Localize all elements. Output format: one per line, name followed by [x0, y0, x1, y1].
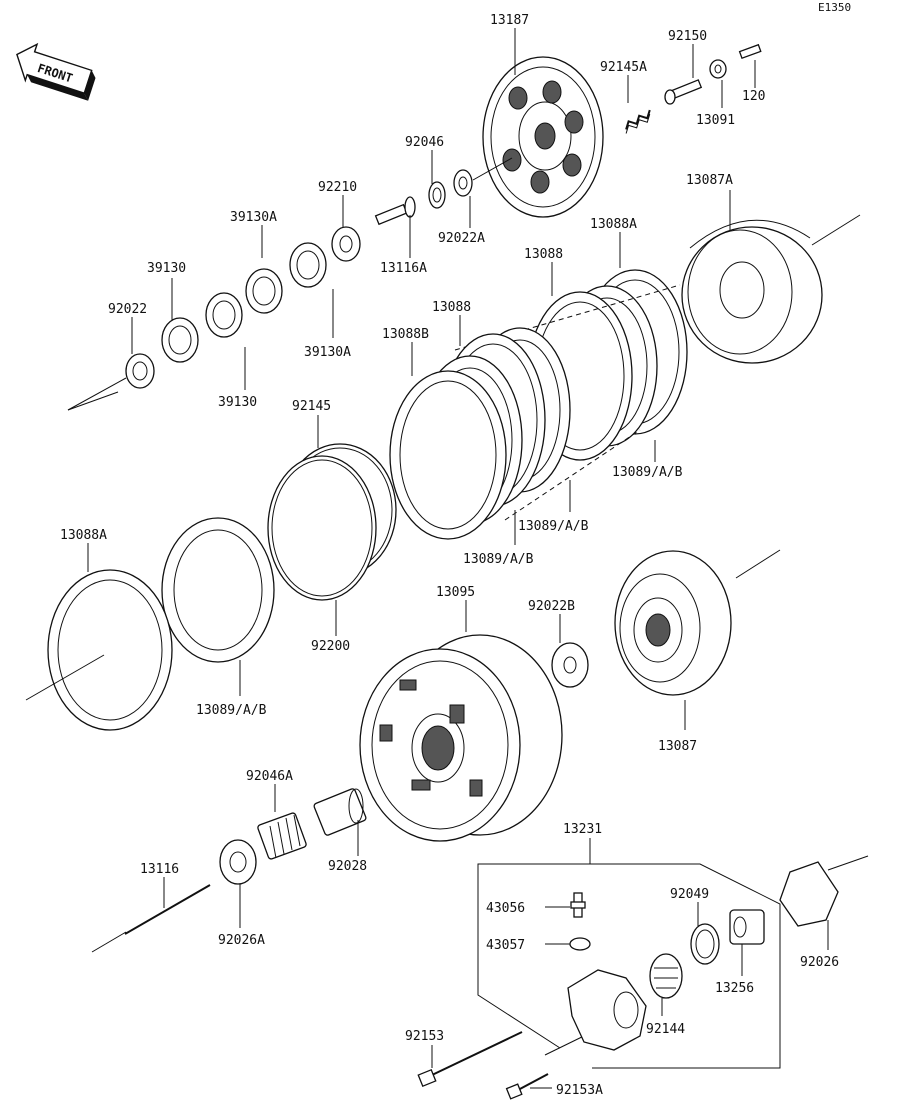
bolt-92150-drawing	[664, 79, 703, 105]
label-13256: 13256	[715, 981, 754, 996]
label-39130-top: 39130	[147, 261, 186, 276]
label-92028: 92028	[328, 859, 367, 874]
label-43056: 43056	[486, 901, 525, 916]
part-13091-drawing	[709, 59, 727, 79]
label-39130-bot: 39130	[218, 395, 257, 410]
label-13089-r1: 13089/A/B	[612, 465, 683, 480]
gasket-92026-drawing	[779, 861, 839, 927]
label-92046: 92046	[405, 135, 444, 150]
spring-plate-39130a-bot-drawing	[245, 268, 283, 314]
bolt-92153a-drawing	[505, 1073, 549, 1100]
clutch-hub-13087-drawing	[614, 550, 732, 696]
steel-plate-13089-left-drawing	[161, 517, 275, 663]
bearing-92046-drawing	[428, 181, 446, 209]
clutch-hub-13095-drawing	[359, 634, 563, 842]
label-92210: 92210	[318, 180, 357, 195]
clutch-housing-13087a-drawing	[681, 219, 823, 364]
needle-bearing-92046a-drawing	[257, 812, 307, 860]
piston-13256-drawing	[729, 909, 765, 945]
label-13089-r3: 13089/A/B	[463, 552, 534, 567]
slave-cylinder-drawing	[567, 969, 647, 1051]
label-13087a: 13087A	[686, 173, 733, 188]
label-92026: 92026	[800, 955, 839, 970]
label-92022a: 92022A	[438, 231, 485, 246]
collar-92022-drawing	[125, 353, 155, 389]
label-39130a-bot: 39130A	[304, 345, 351, 360]
label-13087: 13087	[658, 739, 697, 754]
label-13231: 13231	[563, 822, 602, 837]
label-92022b: 92022B	[528, 599, 575, 614]
nut-92210-drawing	[331, 226, 361, 262]
label-13089-r2: 13089/A/B	[518, 519, 589, 534]
boot-92144-drawing	[649, 953, 683, 999]
label-92144: 92144	[646, 1022, 685, 1037]
label-13088b: 13088B	[382, 327, 429, 342]
pushrod-13116a-drawing	[374, 196, 416, 226]
washer-92022b-drawing	[551, 642, 589, 688]
label-13088-top: 13088	[524, 247, 563, 262]
sleeve-92028-drawing	[313, 788, 367, 836]
label-13088a-top: 13088A	[590, 217, 637, 232]
label-92022: 92022	[108, 302, 147, 317]
friction-plate-13088a-left-drawing	[47, 569, 173, 731]
pressure-plate-drawing	[482, 56, 604, 218]
bolt-120-drawing	[738, 43, 762, 60]
label-13095: 13095	[436, 585, 475, 600]
spring-plate-39130a-top-drawing	[289, 242, 327, 288]
washer-92022a-drawing	[453, 169, 473, 197]
label-92049: 92049	[670, 887, 709, 902]
cap-43057-drawing	[569, 937, 591, 951]
label-39130a-top: 39130A	[230, 210, 277, 225]
seal-92049-drawing	[690, 923, 720, 965]
label-92200: 92200	[311, 639, 350, 654]
front-direction-icon: FRONT	[16, 42, 96, 101]
label-92026a: 92026A	[218, 933, 265, 948]
label-13088a-left: 13088A	[60, 528, 107, 543]
label-13091: 13091	[696, 113, 735, 128]
label-13088-mid: 13088	[432, 300, 471, 315]
label-13116: 13116	[140, 862, 179, 877]
spring-92145a-drawing	[625, 109, 651, 134]
label-92145: 92145	[292, 399, 331, 414]
pushrod-13116-drawing	[124, 884, 211, 935]
washer-92026a-drawing	[219, 839, 257, 885]
spring-plate-39130-bot-drawing	[161, 317, 199, 363]
label-92153: 92153	[405, 1029, 444, 1044]
bleeder-valve-43056-drawing	[570, 892, 586, 918]
label-120: 120	[742, 89, 765, 104]
label-92153a: 92153A	[556, 1083, 603, 1098]
label-92145a: 92145A	[600, 60, 647, 75]
label-92046a: 92046A	[246, 769, 293, 784]
label-13116a: 13116A	[380, 261, 427, 276]
label-43057: 43057	[486, 938, 525, 953]
label-13187: 13187	[490, 13, 529, 28]
label-92150: 92150	[668, 29, 707, 44]
friction-plate-13088b-drawing	[389, 370, 507, 540]
diagram-code: E1350	[818, 1, 851, 14]
ring-92200-drawing	[267, 455, 377, 601]
spring-plate-39130-top-drawing	[205, 292, 243, 338]
label-13089-left: 13089/A/B	[196, 703, 267, 718]
bolt-92153-drawing	[417, 1031, 523, 1088]
